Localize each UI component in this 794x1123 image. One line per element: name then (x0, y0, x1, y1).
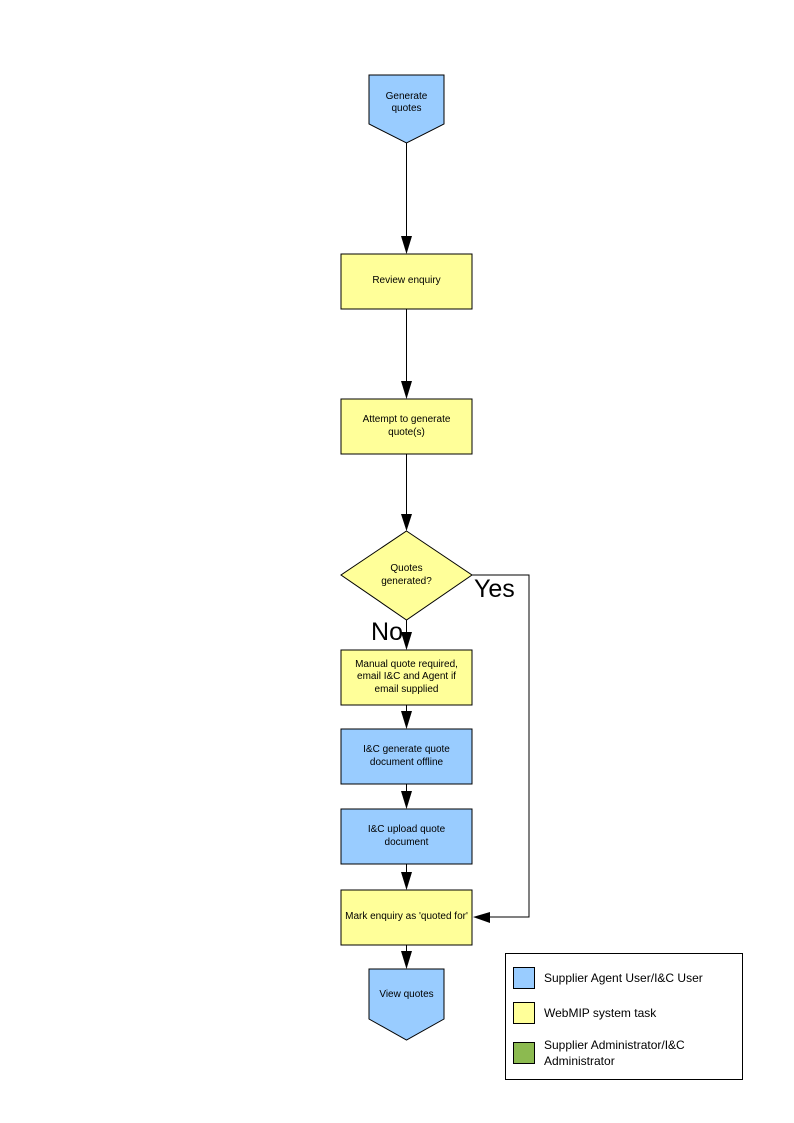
node-text: View quotes (379, 988, 434, 1000)
legend-label: Supplier Agent User/I&C User (544, 971, 703, 985)
arrowhead-upload-to-mark (401, 872, 412, 890)
node-text: Generate quotes (385, 90, 428, 115)
process-shape-mark-enquiry (340, 889, 473, 946)
arrowhead-no-branch (401, 632, 412, 650)
node-text: Quotes generated? (381, 563, 432, 587)
process-shape-review-enquiry (340, 253, 473, 310)
legend-label: WebMIP system task (544, 1006, 657, 1020)
arrowhead-mark-to-view (401, 951, 412, 969)
branch-label-no: No (371, 618, 403, 646)
legend-item-agent-user: Supplier Agent User/I&C User (513, 967, 736, 989)
arrowhead-manual-to-generate (401, 711, 412, 729)
legend-box: Supplier Agent User/I&C User WebMIP syst… (505, 953, 743, 1080)
legend-label: Supplier Administrator/I&C Administrator (544, 1038, 685, 1068)
arrowhead-review-to-attempt (401, 381, 412, 399)
process-shape-manual-quote (340, 649, 473, 706)
arrowhead-start-to-review (401, 236, 412, 254)
arrowhead-attempt-to-decision (401, 514, 412, 531)
process-shape-ic-generate (340, 728, 473, 785)
arrowhead-yes-branch (473, 912, 490, 923)
yellow-swatch-icon (513, 1002, 535, 1024)
start-shape-generate-quotes (368, 74, 445, 144)
arrowhead-generate-to-upload (401, 791, 412, 809)
branch-label-yes: Yes (474, 575, 515, 603)
node-text: Manual quote required, email I&C and Age… (355, 658, 458, 695)
node-text: I&C generate quote document offline (363, 744, 450, 768)
end-label-view-quotes: View quotes (369, 969, 444, 1021)
process-shape-ic-upload (340, 808, 473, 865)
node-text: Attempt to generate quote(s) (362, 414, 451, 438)
legend-item-system-task: WebMIP system task (513, 1002, 736, 1024)
process-label-ic-upload: I&C upload quote document (341, 809, 472, 864)
blue-swatch-icon (513, 967, 535, 989)
node-text: Review enquiry (372, 275, 441, 287)
process-label-review-enquiry: Review enquiry (341, 254, 472, 309)
process-label-manual-quote: Manual quote required, email I&C and Age… (341, 650, 472, 705)
connector-yes-branch (472, 574, 530, 918)
process-label-mark-enquiry: Mark enquiry as 'quoted for' (341, 890, 472, 945)
node-text: I&C upload quote document (367, 824, 446, 848)
end-shape-view-quotes (368, 968, 445, 1041)
node-text: Mark enquiry as 'quoted for' (345, 911, 468, 923)
process-label-attempt-generate: Attempt to generate quote(s) (341, 399, 472, 454)
process-shape-attempt-generate (340, 398, 473, 455)
start-label-generate-quotes: Generate quotes (369, 78, 444, 128)
legend-item-administrator: Supplier Administrator/I&C Administrator (513, 1037, 736, 1069)
green-swatch-icon (513, 1042, 535, 1064)
process-label-ic-generate: I&C generate quote document offline (341, 729, 472, 784)
decision-label-quotes-generated: Quotes generated? (341, 531, 472, 620)
